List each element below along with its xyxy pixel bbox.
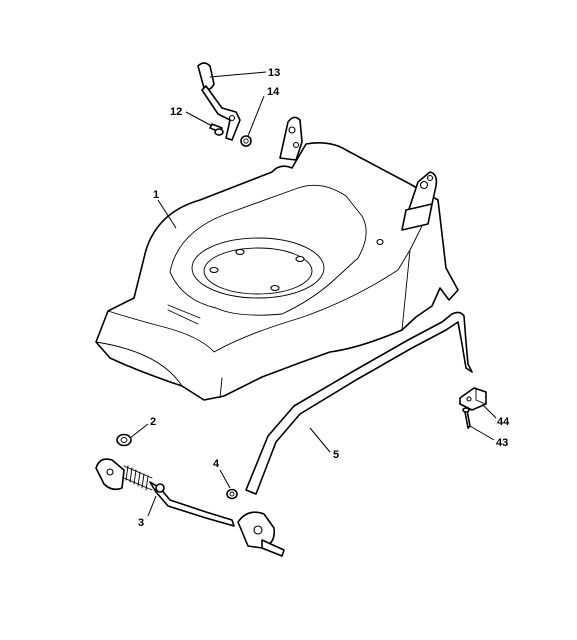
front-axle-assembly [95, 458, 285, 557]
callout-4: 4 [213, 458, 220, 470]
axle-nut [226, 488, 238, 500]
small-screw [462, 407, 471, 429]
callout-3: 3 [138, 517, 144, 529]
front-nut [116, 433, 132, 447]
callout-44: 44 [497, 416, 510, 428]
callout-1: 1 [153, 189, 159, 201]
callout-2: 2 [150, 416, 156, 428]
rear-rod [245, 311, 473, 495]
callout-43: 43 [496, 437, 508, 449]
callout-13: 13 [268, 67, 280, 79]
bracket [459, 387, 487, 411]
callout-5: 5 [333, 449, 339, 461]
mower-deck [95, 116, 459, 401]
height-adjust-lever [197, 62, 241, 141]
screw [209, 123, 224, 136]
nut [240, 135, 252, 147]
leader-lines [129, 71, 497, 517]
callout-14: 14 [267, 86, 280, 98]
callout-12: 12 [170, 106, 182, 118]
